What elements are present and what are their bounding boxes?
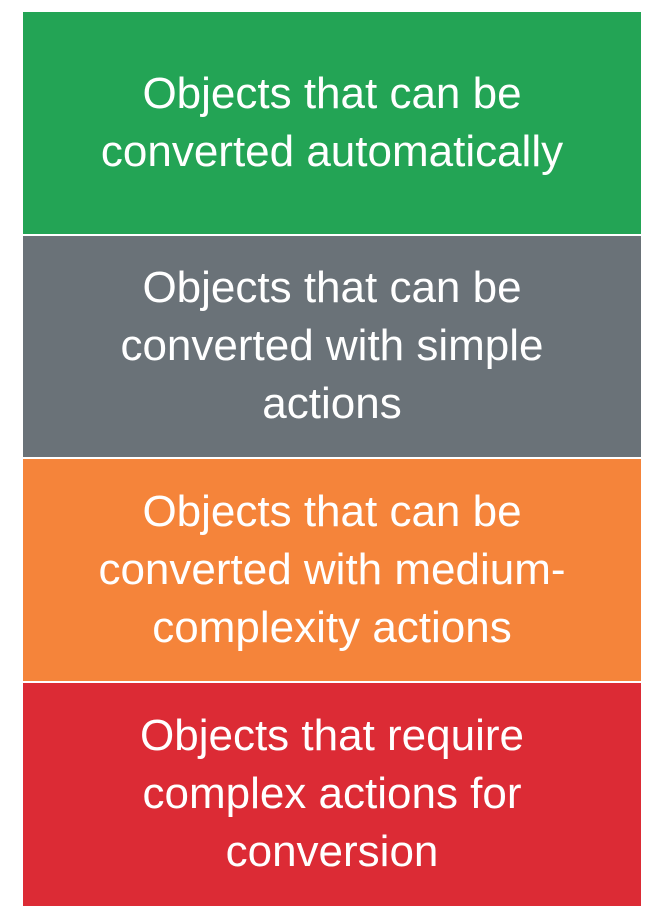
block-automatic: Objects that can be converted automatica… xyxy=(23,12,641,236)
block-simple-actions: Objects that can be converted with simpl… xyxy=(23,235,641,459)
block-simple-actions-label: Objects that can be converted with simpl… xyxy=(120,263,544,429)
block-automatic-label: Objects that can be converted automatica… xyxy=(100,68,564,176)
block-medium-complexity: Objects that can be converted with mediu… xyxy=(23,459,641,683)
block-complex-actions: Objects that require complex actions for… xyxy=(23,682,641,906)
conversion-category-stack: Objects that can be converted automatica… xyxy=(23,12,641,906)
block-medium-complexity-label: Objects that can be converted with mediu… xyxy=(98,486,566,652)
block-complex-actions-label: Objects that require complex actions for… xyxy=(140,711,524,877)
